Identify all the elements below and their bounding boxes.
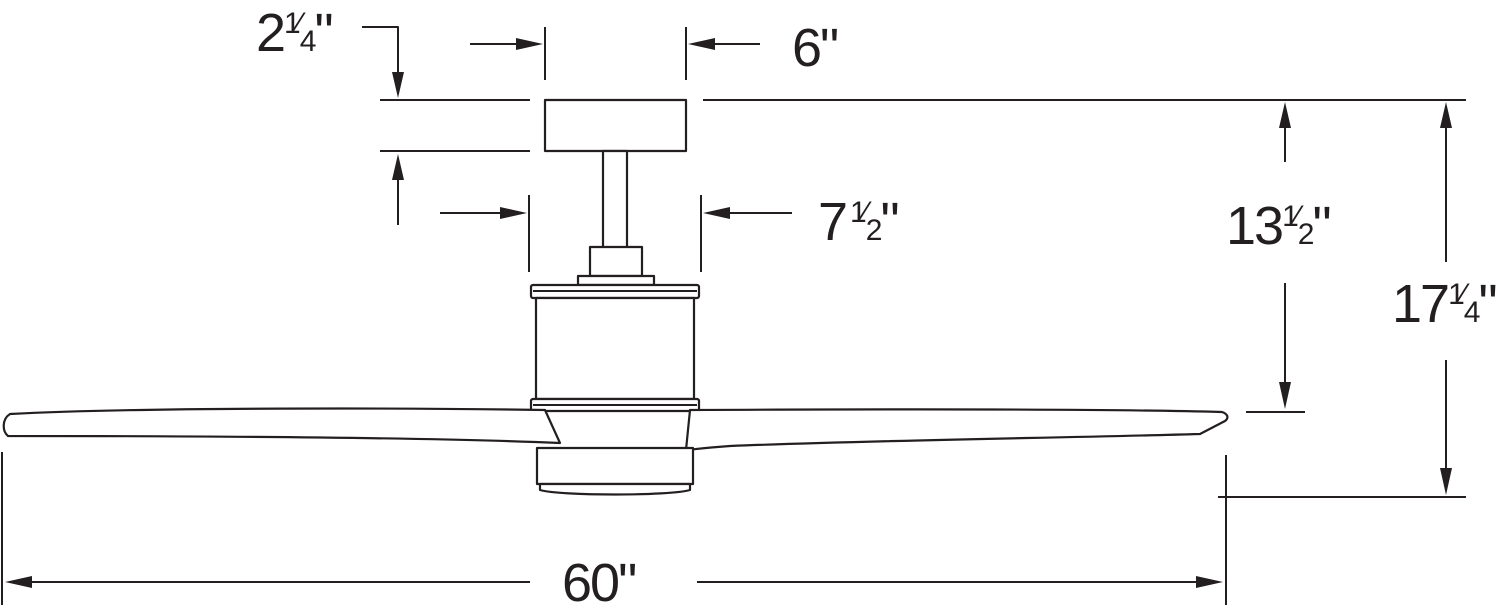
arrowhead: [392, 72, 404, 98]
arrowhead: [1279, 102, 1291, 128]
canopy: [543, 98, 688, 153]
right-blade: [684, 408, 1229, 452]
arrowhead: [5, 576, 32, 588]
motor-housing: [534, 296, 696, 401]
fan-drawing: [2, 98, 1229, 496]
arrowhead: [392, 154, 404, 180]
canopy-height-label: 21⁄4": [256, 3, 332, 63]
arrowhead: [1196, 576, 1223, 588]
downrod-coupler: [588, 245, 644, 278]
leader: [362, 26, 399, 75]
ceiling-to-blade-dimension: 131⁄2": [703, 99, 1466, 413]
collar: [576, 274, 656, 287]
arrowhead: [1279, 382, 1291, 409]
canopy-width-dimension: 6": [470, 18, 839, 80]
ceiling-to-blade-label: 131⁄2": [1226, 196, 1330, 256]
arrowhead: [516, 38, 543, 50]
blade-span-dimension: 60": [1, 452, 1227, 610]
light-housing: [535, 446, 695, 486]
blade-span-label: 60": [562, 553, 635, 610]
arrowhead: [703, 207, 730, 219]
light-lens: [538, 482, 692, 496]
overall-height-dimension: 171⁄4": [1218, 102, 1498, 498]
downrod: [601, 149, 629, 250]
left-blade: [2, 407, 562, 445]
arrowhead: [688, 38, 715, 50]
arrowhead: [1440, 102, 1452, 128]
overall-height-label: 171⁄4": [1392, 274, 1496, 334]
arrowhead: [500, 207, 527, 219]
canopy-width-label: 6": [792, 18, 837, 78]
arrowhead: [1440, 468, 1452, 495]
canopy-height-dimension: 21⁄4": [256, 3, 530, 225]
